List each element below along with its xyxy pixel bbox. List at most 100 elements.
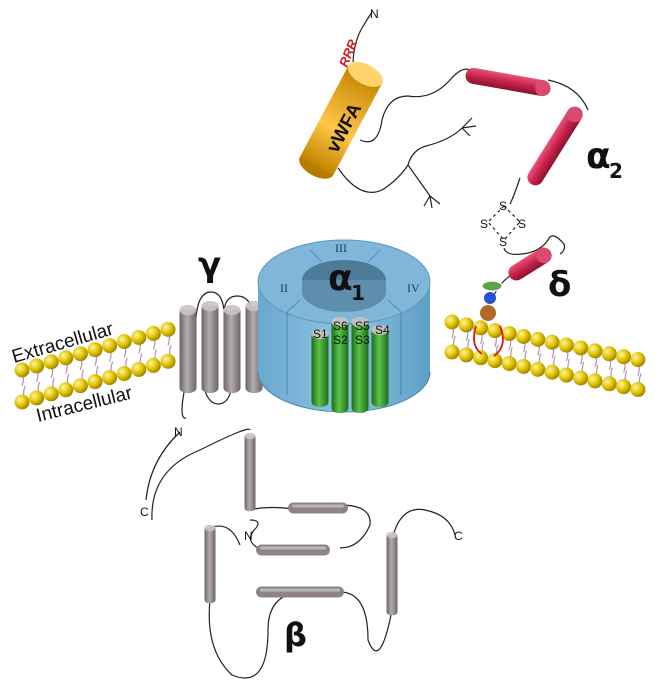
beta-helix <box>244 432 256 512</box>
domain-ii-label: II <box>280 281 288 295</box>
lipid-head <box>530 361 546 377</box>
alpha1-label: α <box>328 258 353 299</box>
lipid-head <box>530 331 546 347</box>
lipid-head <box>516 328 531 344</box>
beta-subunit <box>151 428 456 679</box>
s1-label: S1 <box>313 327 328 341</box>
lipid-head <box>444 314 460 330</box>
s3-label: S3 <box>355 333 370 347</box>
lipid-head <box>14 362 30 378</box>
lipid-head <box>29 390 45 406</box>
beta-label: β <box>284 616 307 654</box>
lipid-head <box>473 320 489 336</box>
disulfide-s-right: S <box>518 217 526 231</box>
lipid-head <box>160 353 176 369</box>
lipid-head <box>573 340 589 356</box>
alpha1-subunit <box>257 239 431 414</box>
alpha1-s-helix <box>371 324 389 408</box>
gamma-n-terminus: N <box>174 425 183 439</box>
lipid-head <box>544 334 560 350</box>
anchor-bead-brown <box>480 305 496 321</box>
lipid-head <box>131 361 147 377</box>
lipid-head <box>58 382 74 398</box>
lipid-head <box>458 317 474 333</box>
alpha2-helix <box>508 247 552 281</box>
domain-iii-label: III <box>335 241 347 255</box>
lipid-head <box>29 358 45 374</box>
beta-n-terminus: N <box>244 529 253 543</box>
lipid-head <box>72 378 88 394</box>
alpha2-helix <box>465 67 551 97</box>
lipid-head <box>573 370 589 386</box>
gamma-subunit <box>145 291 263 501</box>
lipid-head <box>145 325 161 341</box>
lipid-head <box>458 347 474 363</box>
alpha2-label: α <box>586 136 611 177</box>
beta-helix <box>204 524 216 604</box>
lipid-head <box>58 350 74 366</box>
lipid-head <box>616 349 632 365</box>
alpha1-s-helix <box>331 316 349 414</box>
lipid-head <box>587 373 603 389</box>
beta-helix <box>256 586 344 598</box>
lipid-head <box>516 358 531 374</box>
lipid-head <box>160 321 176 337</box>
gpi-anchor <box>473 325 504 357</box>
s4-label: S4 <box>375 323 390 337</box>
lipid-head <box>501 356 517 372</box>
s6-label: S6 <box>333 319 348 333</box>
lipid-head <box>501 326 517 342</box>
lipid-head <box>558 337 574 353</box>
gamma-helix <box>223 304 241 394</box>
beta-helix <box>256 544 330 556</box>
lipid-head <box>72 346 88 362</box>
s5-label: S5 <box>355 319 370 333</box>
lipid-head <box>473 350 489 366</box>
lipid-bilayer <box>14 314 646 410</box>
gamma-helix <box>179 304 197 394</box>
lipid-head <box>116 366 132 382</box>
beta-helix <box>288 502 348 514</box>
anchor-bead-blue <box>484 292 496 304</box>
lipid-head <box>87 374 103 390</box>
vwfa-domain <box>299 61 383 179</box>
alpha2-n-terminus: N <box>370 7 379 21</box>
gamma-helix <box>201 300 219 394</box>
alpha2-subscript: 2 <box>609 159 623 183</box>
lipid-head <box>487 353 503 369</box>
alpha2-delta-subunit <box>299 11 589 357</box>
anchor-bead-green <box>481 280 503 292</box>
lipid-head <box>630 352 646 368</box>
disulfide-s-left: S <box>480 217 488 231</box>
lipid-head <box>14 394 30 410</box>
alpha1-s-helix <box>311 328 329 408</box>
beta-helix <box>386 531 398 616</box>
domain-iv-label: IV <box>407 281 420 295</box>
gamma-label: γ <box>198 245 221 285</box>
alpha1-subscript: 1 <box>351 281 365 305</box>
lipid-head <box>131 329 147 345</box>
delta-label: δ <box>548 265 571 305</box>
lipid-head <box>601 376 617 392</box>
beta-c-terminus: C <box>454 529 463 543</box>
lipid-head <box>116 334 132 350</box>
lipid-head <box>102 338 118 354</box>
lipid-head <box>145 357 161 373</box>
alpha1-s-helix <box>351 316 369 414</box>
s2-label: S2 <box>333 333 348 347</box>
alpha2-helix <box>527 106 583 186</box>
lipid-head <box>444 344 460 360</box>
lipid-head <box>43 386 59 402</box>
lipid-head <box>630 382 646 398</box>
lipid-head <box>587 343 603 359</box>
lipid-head <box>544 364 560 380</box>
lipid-head <box>601 346 617 362</box>
disulfide-s-top: S <box>499 199 507 213</box>
gamma-c-terminus: C <box>140 505 149 519</box>
lipid-head <box>43 354 59 370</box>
lipid-head <box>558 367 574 383</box>
disulfide-s-bottom: S <box>499 235 507 249</box>
lipid-head <box>102 370 118 386</box>
lipid-head <box>87 342 103 358</box>
